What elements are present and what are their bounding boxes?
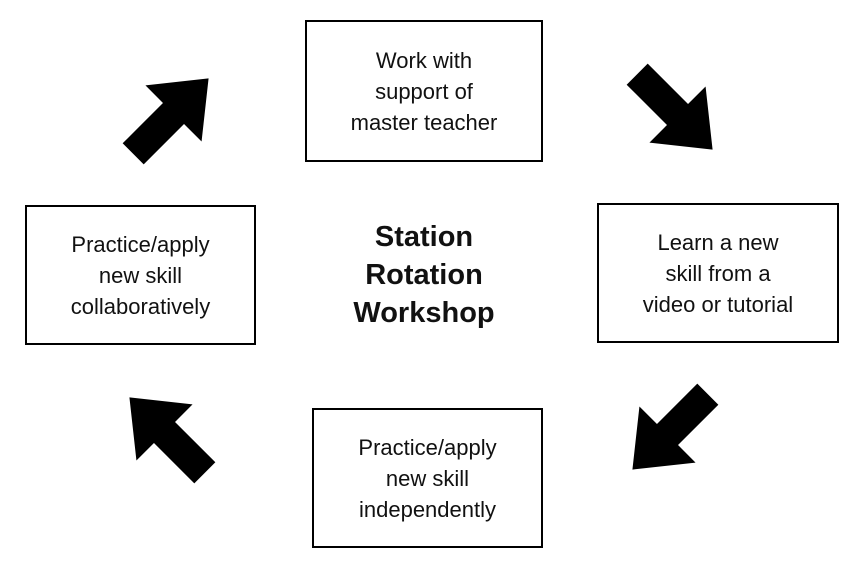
box-text-line: new skill — [385, 465, 470, 491]
diagram-title-line: Workshop — [353, 297, 495, 329]
box-text-line: collaboratively — [70, 293, 211, 319]
up-right-arrow-icon — [108, 55, 232, 179]
box-text-line: video or tutorial — [642, 291, 794, 317]
box-learn-new-skill: Learn a new skill from a video or tutori… — [597, 203, 839, 343]
down-left-arrow-icon — [609, 369, 733, 493]
diagram-title: Station Rotation Workshop — [305, 218, 543, 332]
up-left-arrow-icon — [106, 374, 230, 498]
diagram-title-line: Rotation — [365, 259, 483, 291]
box-text-line: master teacher — [350, 109, 498, 135]
box-text-line: support of — [375, 78, 473, 104]
box-practice-independently: Practice/apply new skill independently — [312, 408, 543, 548]
box-practice-collaboratively: Practice/apply new skill collaboratively — [25, 205, 256, 345]
box-text-line: Practice/apply — [358, 434, 497, 460]
diagram-title-line: Station — [374, 221, 474, 253]
down-right-arrow-icon — [612, 49, 736, 173]
box-text-line: skill from a — [665, 260, 771, 286]
box-text-line: Learn a new — [657, 229, 779, 255]
box-text-line: Work with — [375, 47, 473, 73]
box-text-line: new skill — [98, 262, 183, 288]
box-work-with-master-teacher: Work with support of master teacher — [305, 20, 543, 162]
box-text-line: independently — [358, 496, 496, 522]
box-text-line: Practice/apply — [71, 231, 210, 257]
